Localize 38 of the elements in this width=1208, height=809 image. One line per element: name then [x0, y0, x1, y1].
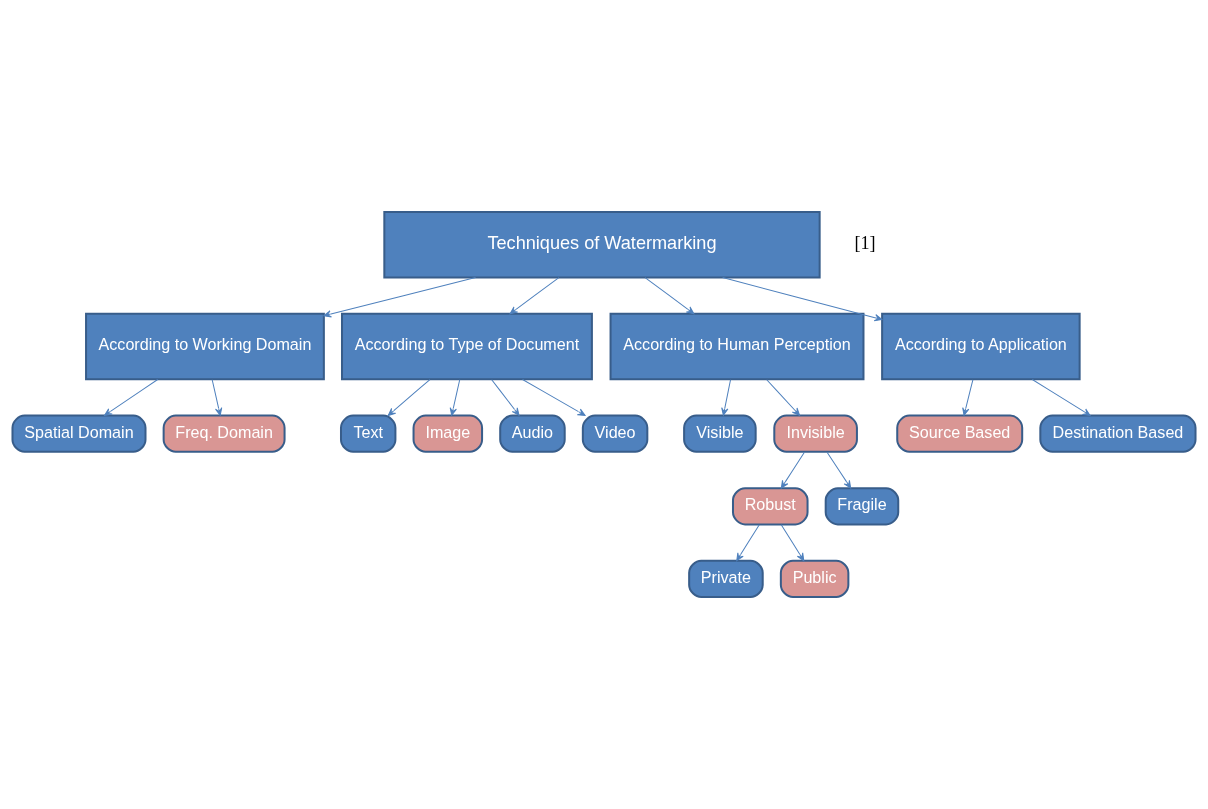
node-box: Spatial Domain — [11, 414, 147, 453]
node-box: Techniques of Watermarking — [383, 211, 821, 279]
node-box: Text — [340, 414, 397, 453]
arrow — [780, 451, 805, 489]
arrow — [104, 379, 159, 416]
arrow — [449, 379, 461, 416]
arrow — [644, 277, 695, 315]
arrow — [323, 277, 477, 318]
node-box: Audio — [499, 414, 566, 453]
node-box: According to Human Perception — [609, 312, 865, 381]
node-box: Destination Based — [1039, 414, 1197, 453]
node-box: Robust — [731, 487, 809, 526]
node-box: Video — [581, 414, 649, 453]
arrow — [211, 379, 223, 416]
arrow — [522, 379, 586, 416]
arrow — [722, 277, 883, 322]
arrow — [1031, 379, 1091, 416]
arrow — [736, 524, 760, 562]
arrow — [780, 524, 805, 562]
arrow — [387, 379, 431, 416]
arrow — [766, 379, 801, 416]
arrow — [721, 379, 732, 416]
arrow — [826, 451, 852, 489]
arrow — [491, 379, 520, 416]
node-box: Invisible — [773, 414, 858, 453]
node-box: Private — [688, 559, 764, 598]
node-box: According to Working Domain — [85, 312, 325, 381]
arrow — [962, 379, 974, 416]
node-box: Freq. Domain — [162, 414, 286, 453]
node-box: Image — [412, 414, 484, 453]
node-box: Source Based — [896, 414, 1024, 453]
node-box: Public — [779, 559, 850, 598]
node-box: According to Application — [881, 312, 1081, 381]
node-box: Visible — [683, 414, 757, 453]
label: [1] — [854, 233, 876, 254]
arrow — [509, 277, 560, 315]
node-box: According to Type of Document — [341, 312, 593, 381]
node-box: Fragile — [824, 487, 900, 526]
